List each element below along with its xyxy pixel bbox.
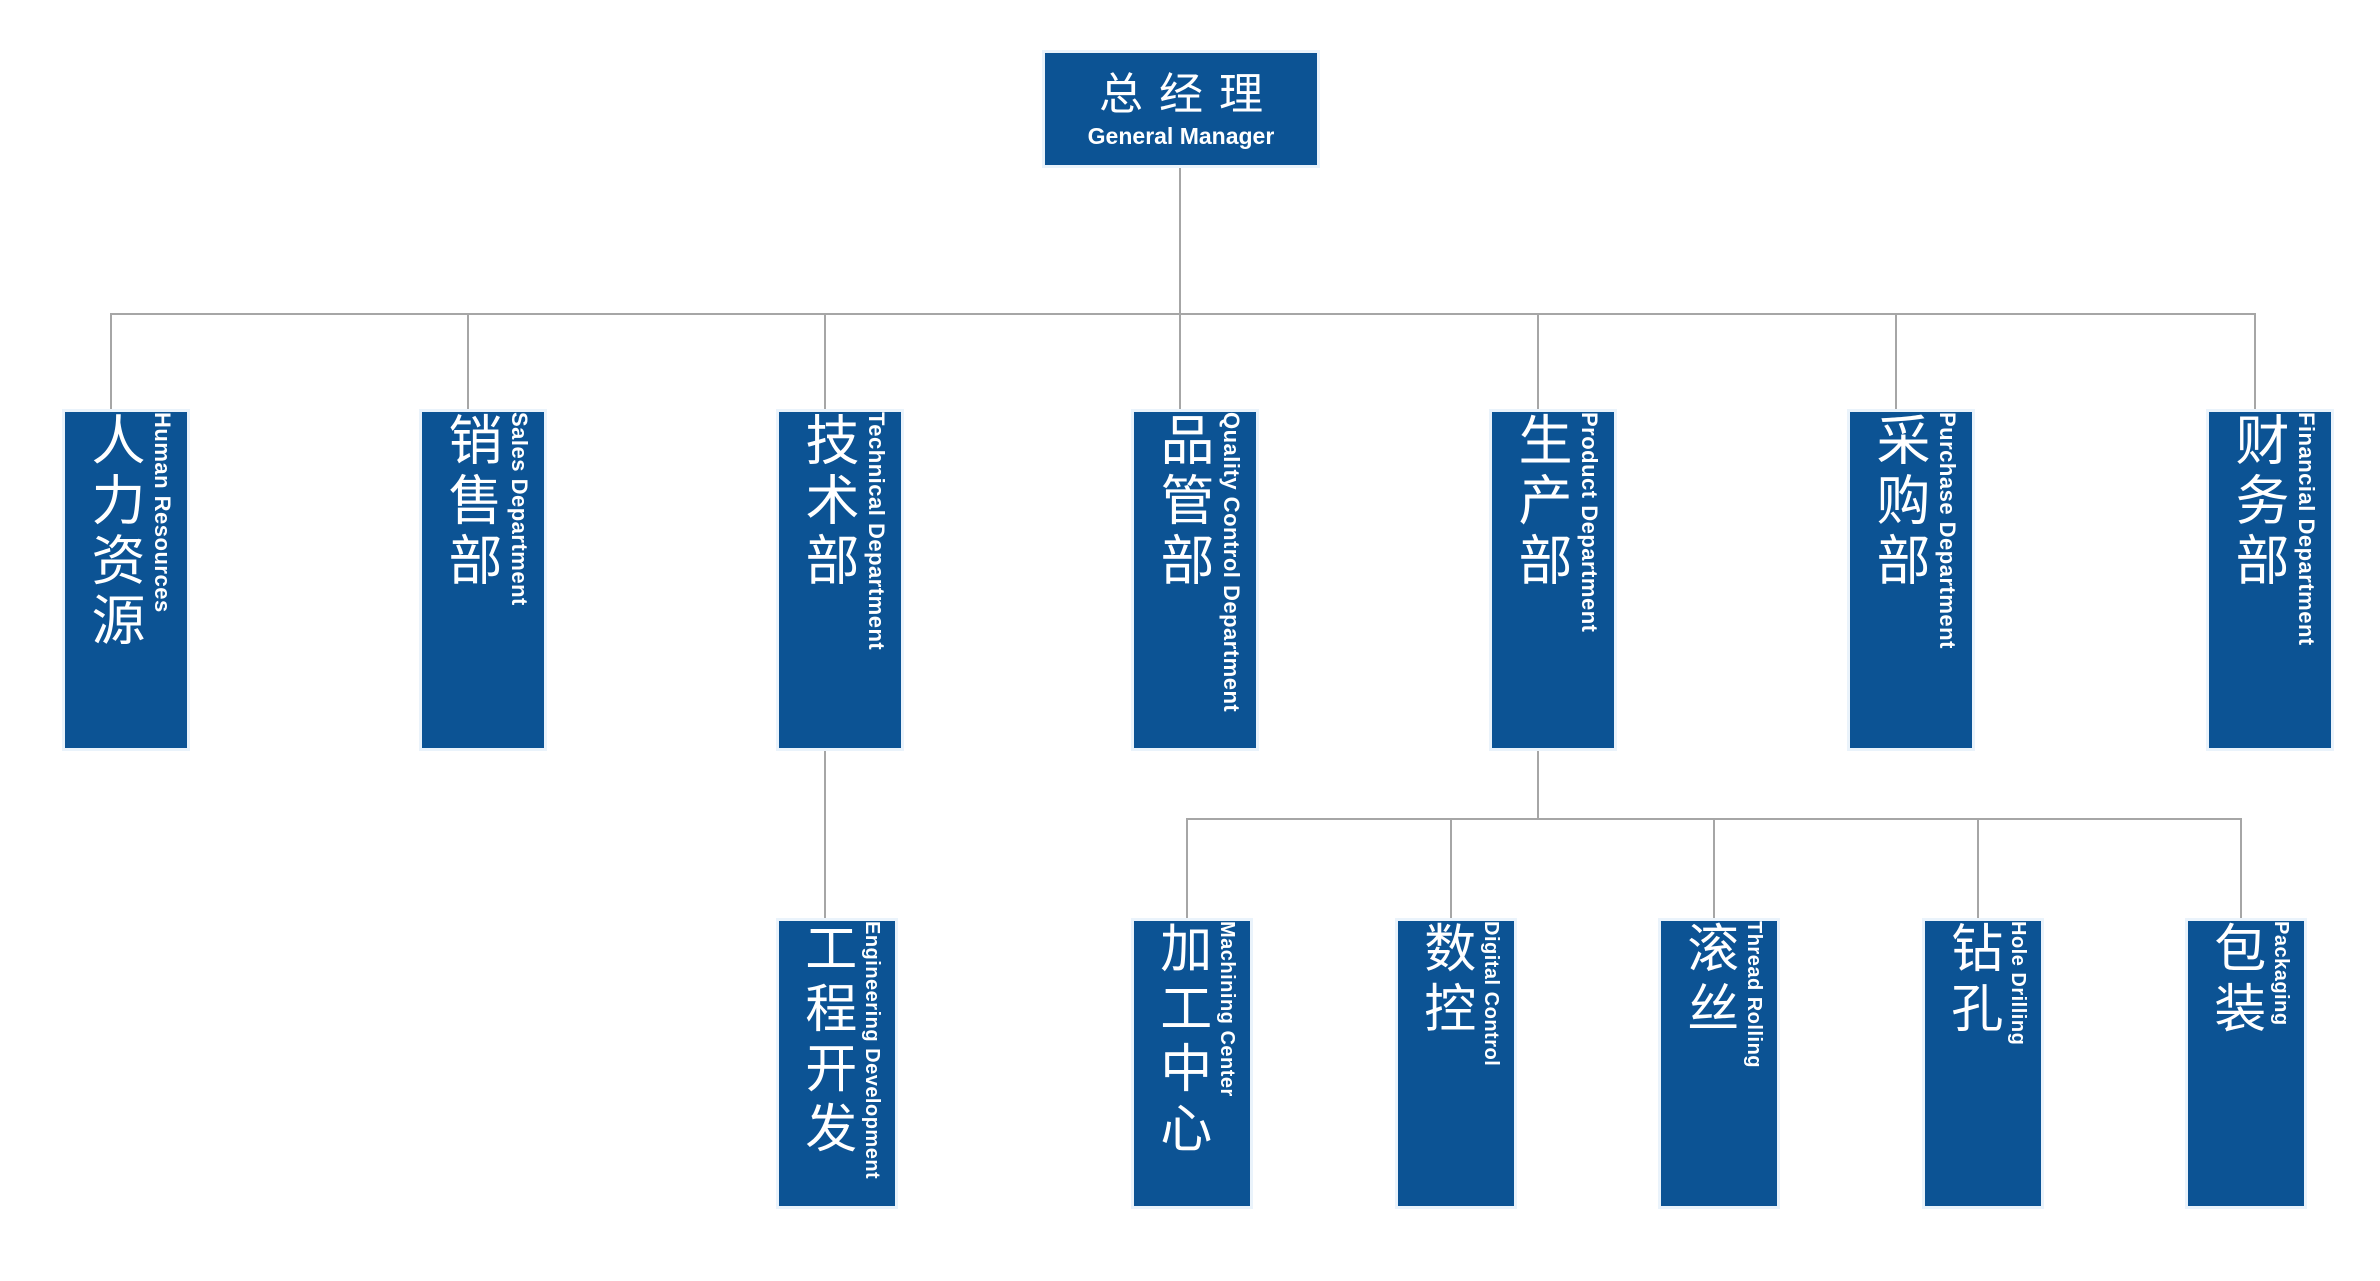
connector-root-stem [1179,165,1181,315]
node-engineering-development[interactable]: 工程开发 Engineering Development [776,918,898,1209]
connector-drop-digital-control [1450,818,1452,918]
node-sales-department[interactable]: 销售部 Sales Department [419,409,547,751]
node-label-en: Machining Center [1215,921,1238,1097]
node-packaging[interactable]: 包装 Packaging [2185,918,2307,1209]
node-technical-department[interactable]: 技术部 Technical Department [776,409,904,751]
connector-drop-quality [1179,313,1181,409]
connector-level1-bus [110,313,2256,315]
connector-drop-production [1537,313,1539,409]
node-label-cn: 数控 [1415,921,1474,1041]
node-hole-drilling[interactable]: 钻孔 Hole Drilling [1922,918,2044,1209]
connector-technical-to-engineering [824,748,826,918]
connector-drop-hr [110,313,112,409]
connector-drop-thread-rolling [1713,818,1715,918]
node-general-manager[interactable]: 总经理 General Manager [1042,50,1320,168]
node-label-cn: 采购部 [1868,412,1929,592]
node-financial-department[interactable]: 财务部 Financial Department [2206,409,2334,751]
node-label-cn: 包装 [2205,921,2264,1041]
connector-drop-financial [2254,313,2256,409]
node-label-cn: 工程开发 [796,921,855,1161]
node-label-en: Hole Drilling [2006,921,2029,1046]
node-label-en: Purchase Department [1935,412,1961,649]
connector-drop-machining [1186,818,1188,918]
connector-drop-technical [824,313,826,409]
connector-production-stem [1537,748,1539,820]
connector-drop-hole-drilling [1977,818,1979,918]
node-label-cn: 滚丝 [1678,921,1737,1041]
node-label-cn: 技术部 [797,412,858,592]
node-thread-rolling[interactable]: 滚丝 Thread Rolling [1658,918,1780,1209]
node-label-cn: 人力资源 [83,412,144,652]
node-quality-control-department[interactable]: 品管部 Quality Control Department [1131,409,1259,751]
node-purchase-department[interactable]: 采购部 Purchase Department [1847,409,1975,751]
node-label-cn: 品管部 [1152,412,1213,592]
node-label-cn: 销售部 [440,412,501,592]
node-label-en: Packaging [2269,921,2292,1026]
node-label-en: Engineering Development [860,921,883,1180]
node-label-cn: 钻孔 [1942,921,2001,1041]
connector-drop-purchase [1895,313,1897,409]
node-label-en: Technical Department [864,412,890,651]
node-label-en: Human Resources [150,412,176,613]
node-label-en: Financial Department [2294,412,2320,646]
node-label-cn: 总经理 [1099,69,1279,119]
node-label-cn: 生产部 [1510,412,1571,592]
node-machining-center[interactable]: 加工中心 Machining Center [1131,918,1253,1209]
node-label-en: Product Department [1577,412,1603,633]
node-label-en: Digital Control [1479,921,1502,1067]
node-label-en: Thread Rolling [1742,921,1765,1068]
node-digital-control[interactable]: 数控 Digital Control [1395,918,1517,1209]
connector-drop-sales [467,313,469,409]
connector-drop-packaging [2240,818,2242,918]
node-label-en: Quality Control Department [1219,412,1245,713]
node-label-cn: 加工中心 [1151,921,1210,1161]
node-label-en: Sales Department [507,412,533,606]
node-label-cn: 财务部 [2227,412,2288,592]
node-label-en: General Manager [1087,122,1275,149]
node-human-resources[interactable]: 人力资源 Human Resources [62,409,190,751]
node-product-department[interactable]: 生产部 Product Department [1489,409,1617,751]
